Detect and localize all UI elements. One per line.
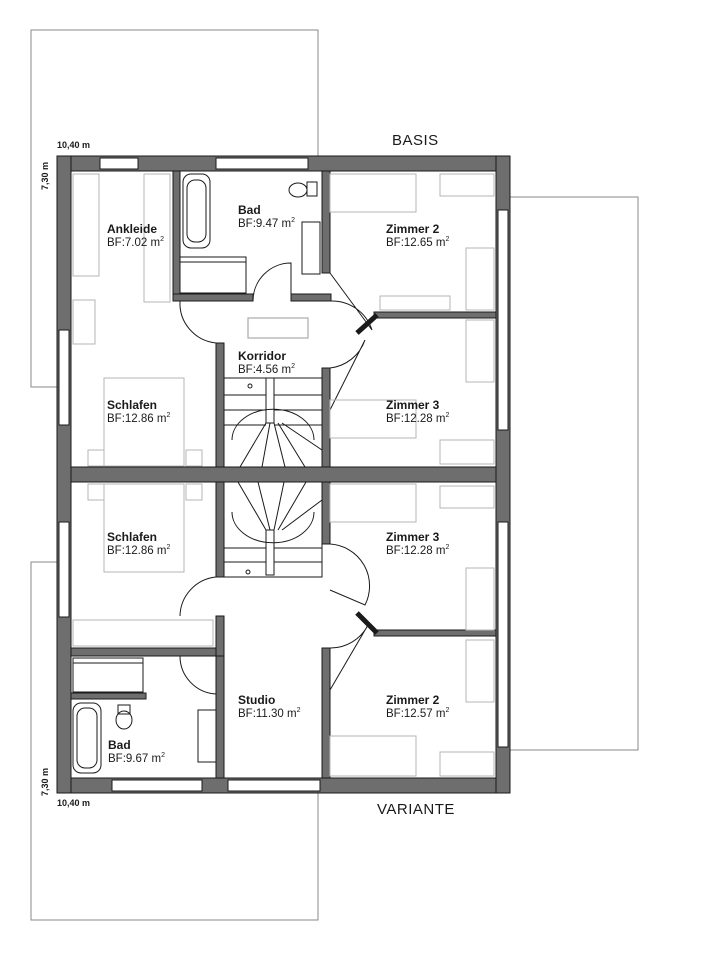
room-name: Korridor (238, 349, 286, 363)
bathroom-fixtures (72, 173, 321, 774)
windows (58, 157, 509, 792)
furniture (72, 173, 495, 777)
room-area: BF:7.02 m2 (107, 236, 164, 249)
room-label-bad-bottom: Bad BF:9.67 m2 (108, 738, 165, 765)
room-label-schlafen-top: Schlafen BF:12.86 m2 (107, 398, 170, 425)
room-name: Bad (108, 738, 131, 752)
room-area: BF:12.28 m2 (386, 412, 450, 425)
room-label-ankleide: Ankleide BF:7.02 m2 (107, 222, 164, 249)
room-area: BF:12.57 m2 (386, 707, 450, 720)
room-name: Zimmer 3 (386, 530, 440, 544)
heading-variante: VARIANTE (377, 801, 455, 818)
room-name: Schlafen (107, 398, 158, 412)
room-area: BF:12.28 m2 (386, 544, 450, 557)
room-area: BF:11.30 m2 (238, 707, 301, 720)
dimension-depth-top: 7,30 m (40, 161, 50, 190)
room-label-zimmer3-top: Zimmer 3 BF:12.28 m2 (386, 398, 449, 425)
room-name: Schlafen (107, 530, 158, 544)
room-label-zimmer2-top: Zimmer 2 BF:12.65 m2 (386, 222, 449, 249)
room-name: Bad (238, 203, 261, 217)
roof-outlines (30, 29, 639, 921)
room-label-korridor: Korridor BF:4.56 m2 (238, 349, 295, 376)
stairs (223, 317, 323, 578)
room-name: Studio (238, 693, 276, 707)
room-name: Zimmer 3 (386, 398, 440, 412)
room-label-bad-top: Bad BF:9.47 m2 (238, 203, 295, 230)
room-label-studio: Studio BF:11.30 m2 (238, 693, 301, 720)
interior-walls (70, 170, 497, 779)
dimension-width-bottom: 10,40 m (57, 798, 91, 808)
room-label-schlafen-bottom: Schlafen BF:12.86 m2 (107, 530, 170, 557)
room-area: BF:12.65 m2 (386, 236, 450, 249)
dimension-width-top: 10,40 m (57, 140, 91, 150)
dimension-depth-bottom: 7,30 m (40, 767, 50, 796)
room-name: Zimmer 2 (386, 222, 440, 236)
room-area: BF:9.67 m2 (108, 752, 165, 765)
room-name: Zimmer 2 (386, 693, 440, 707)
room-name: Ankleide (107, 222, 158, 236)
room-area: BF:12.86 m2 (107, 412, 171, 425)
room-area: BF:9.47 m2 (238, 217, 295, 230)
heading-basis: BASIS (392, 132, 439, 149)
room-label-zimmer2-bottom: Zimmer 2 BF:12.57 m2 (386, 693, 449, 720)
room-area: BF:12.86 m2 (107, 544, 171, 557)
room-area: BF:4.56 m2 (238, 363, 295, 376)
room-label-zimmer3-bottom: Zimmer 3 BF:12.28 m2 (386, 530, 449, 557)
door-swings (179, 262, 373, 695)
